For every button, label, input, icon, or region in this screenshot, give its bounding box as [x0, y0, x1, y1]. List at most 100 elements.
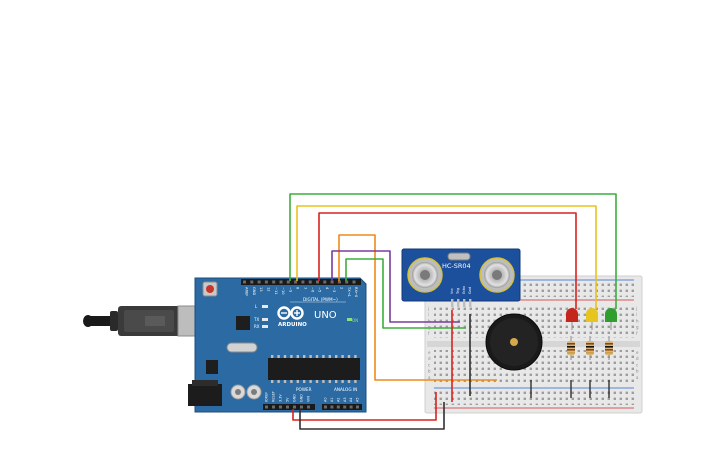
crystal-oscillator — [226, 342, 258, 353]
digital-pin-hole[interactable] — [272, 280, 276, 284]
analog-pin-hole[interactable] — [336, 405, 340, 409]
rx-label: RX — [254, 324, 260, 329]
analog-header-label: ANALOG IN — [334, 387, 357, 392]
reset-button[interactable] — [202, 281, 218, 297]
power-pin-hole[interactable] — [293, 405, 296, 409]
digital-pin-hole[interactable] — [257, 280, 261, 284]
power-pin-label: RESET — [272, 390, 276, 402]
power-pin-label: GND — [293, 394, 297, 402]
row-letter: i — [636, 312, 637, 317]
status-leds — [262, 305, 352, 328]
digital-pin-hole[interactable] — [279, 280, 283, 284]
row-letter: b — [428, 369, 431, 374]
power-pin-label: GND — [300, 394, 304, 402]
row-letter: j — [427, 306, 429, 311]
digital-pin-hole[interactable] — [323, 280, 327, 284]
resistor-2 — [586, 336, 594, 360]
sensor-pin-label: Echo — [462, 286, 466, 294]
row-letter: d — [428, 356, 431, 361]
power-pin-hole[interactable] — [307, 405, 310, 409]
resistor-1 — [567, 336, 575, 360]
digital-header — [241, 279, 361, 285]
row-letter: a — [636, 375, 639, 380]
analog-pin-label: A0 — [324, 398, 328, 402]
sensor-pin — [451, 299, 454, 307]
digital-pin-hole[interactable] — [337, 280, 341, 284]
sensor-pin-label: Vcc — [450, 288, 454, 294]
digital-pin-hole[interactable] — [264, 280, 268, 284]
row-letter: i — [428, 312, 429, 317]
wires — [289, 193, 617, 430]
digital-pin-label: AREF — [245, 287, 249, 296]
analog-pin-hole[interactable] — [330, 405, 334, 409]
digital-pin-hole[interactable] — [352, 280, 356, 284]
power-pin-hole[interactable] — [286, 405, 289, 409]
digital-pin-label: RX←0 — [354, 287, 358, 298]
power-pin-hole[interactable] — [279, 405, 282, 409]
digital-pin-hole[interactable] — [286, 280, 290, 284]
analog-header — [322, 404, 362, 410]
sensor-pin-label: Trig — [456, 288, 460, 295]
digital-pin-hole[interactable] — [250, 280, 254, 284]
digital-pin-label: 8 — [296, 287, 300, 290]
led-yellow — [586, 308, 598, 330]
digital-pin-hole[interactable] — [301, 280, 305, 284]
analog-pin-label: A2 — [336, 398, 340, 402]
digital-pin-hole[interactable] — [345, 280, 349, 284]
atmega-chip — [268, 355, 360, 383]
power-header-label: POWER — [296, 387, 312, 392]
analog-pin-hole[interactable] — [349, 405, 353, 409]
sensor-pin — [463, 299, 466, 307]
usb-cable — [83, 305, 201, 337]
piezo-buzzer — [485, 313, 543, 371]
digital-pin-label: ~10 — [281, 287, 285, 295]
digital-pin-hole[interactable] — [308, 280, 312, 284]
model-label: UNO — [314, 310, 337, 321]
wire-red-top — [318, 212, 577, 309]
analog-pin-hole[interactable] — [343, 405, 347, 409]
row-letter: a — [428, 375, 431, 380]
row-letter: d — [636, 356, 639, 361]
digital-pin-label: 13 — [259, 287, 263, 292]
digital-pin-label: 4 — [325, 287, 329, 290]
row-letter: h — [636, 318, 639, 323]
digital-pin-label: 7 — [303, 287, 307, 289]
tx-label: TX — [253, 317, 259, 322]
transducer-right — [479, 257, 515, 293]
power-jack — [188, 380, 222, 406]
row-letter: g — [428, 325, 431, 330]
power-pin-label: IOREF — [265, 392, 269, 402]
digital-pin-hole[interactable] — [294, 280, 298, 284]
power-pin-hole[interactable] — [272, 405, 275, 409]
digital-pin-label: ~5 — [318, 287, 322, 292]
analog-pin-hole[interactable] — [324, 405, 327, 409]
wire-purple — [331, 250, 460, 323]
digital-pin-label: ~11 — [274, 287, 278, 295]
digital-pin-label: GND — [252, 287, 256, 295]
analog-pin-label: A3 — [343, 398, 347, 402]
row-letter: f — [636, 331, 638, 336]
led-red — [566, 308, 578, 330]
l-label: L — [255, 304, 258, 309]
power-pin-hole[interactable] — [265, 405, 268, 409]
brand-label: ARDUINO — [278, 322, 307, 328]
wire-yellow — [296, 205, 597, 309]
digital-pin-hole[interactable] — [330, 280, 334, 284]
on-label: ON — [352, 318, 358, 323]
analog-pin-label: A4 — [349, 398, 353, 402]
row-letter: c — [636, 362, 638, 367]
digital-pin-label: ~9 — [288, 287, 292, 293]
power-pin-hole[interactable] — [300, 405, 303, 409]
digital-pin-hole[interactable] — [243, 280, 246, 284]
power-header — [263, 404, 315, 410]
digital-pin-hole[interactable] — [316, 280, 319, 284]
wire-black-ground — [299, 402, 445, 430]
analog-pin-hole[interactable] — [356, 405, 359, 409]
digital-pin-label: 2 — [340, 287, 344, 289]
row-letter: e — [428, 350, 431, 355]
